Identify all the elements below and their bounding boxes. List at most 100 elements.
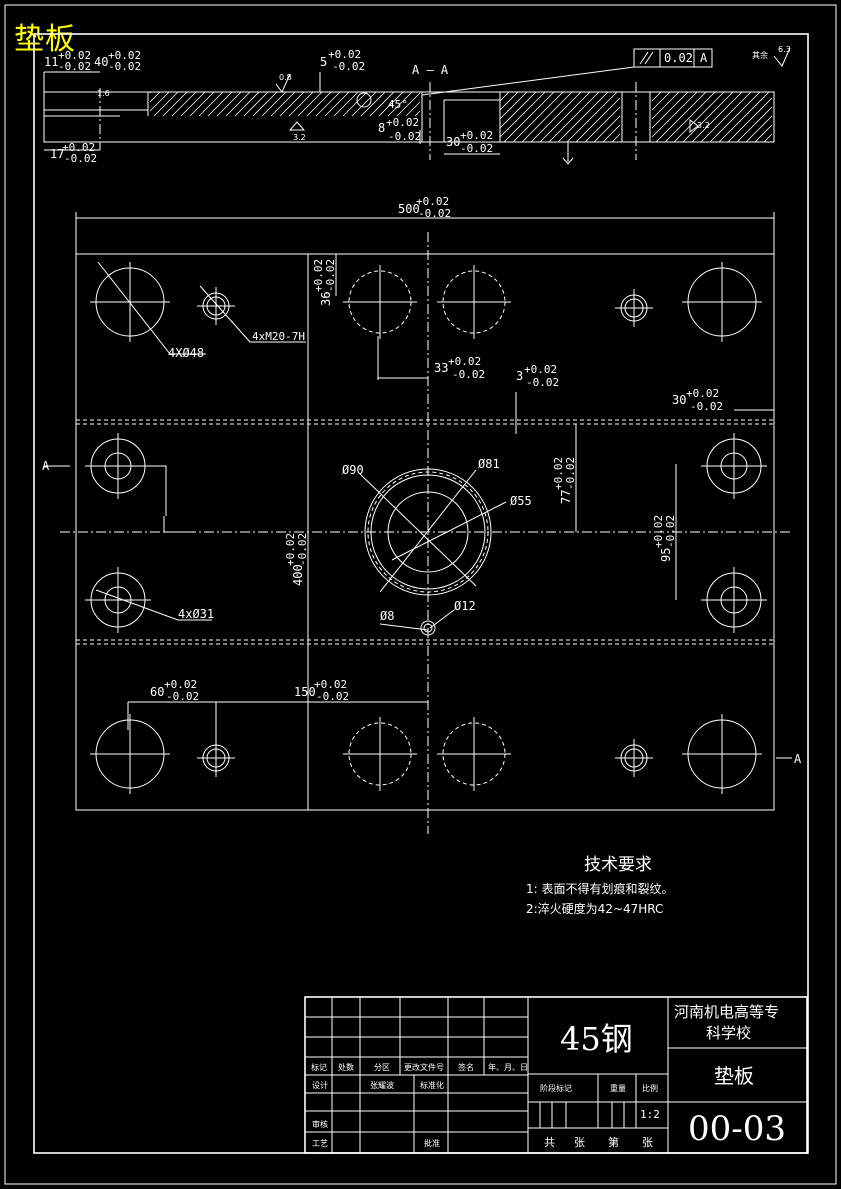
- flatness-frame: [421, 48, 713, 96]
- scale: 1:2: [640, 1108, 660, 1121]
- dim-400-plus: +0.02: [284, 533, 297, 566]
- dim-30-minus: -0.02: [690, 400, 723, 413]
- hatch-line: [306, 91, 332, 117]
- hatch-line: [149, 91, 152, 94]
- hatch-line: [745, 115, 773, 143]
- hatch-line: [651, 91, 680, 120]
- dim-17-plus: +0.02: [62, 141, 95, 154]
- hatch-line: [171, 91, 197, 117]
- section-mark-left: A: [42, 459, 50, 473]
- hatch-line: [709, 91, 761, 143]
- section-label: A — A: [412, 63, 449, 77]
- dim-40-plus: +0.02: [108, 49, 141, 62]
- dim-30s: 30: [446, 135, 460, 149]
- dim-8-plus: +0.02: [386, 116, 419, 129]
- central-bore: [387, 491, 469, 573]
- callout-12: Ø12: [454, 599, 476, 613]
- callout-8: Ø8: [380, 609, 394, 623]
- hatch-line: [378, 91, 404, 117]
- hatch-line: [651, 91, 689, 129]
- f-no: 第: [608, 1135, 619, 1149]
- hatch-line: [566, 91, 618, 143]
- hatch-line: [198, 91, 224, 117]
- callout-4xM20: 4xM20-7H: [252, 330, 305, 343]
- hatch-line: [162, 91, 188, 117]
- h-sign: 签名: [458, 1062, 474, 1072]
- hatch-line: [557, 91, 609, 143]
- dim-40: 40: [94, 55, 108, 69]
- dim-500-plus: +0.02: [416, 195, 449, 208]
- dim-77-minus: -0.02: [564, 457, 577, 490]
- hatch-line: [414, 110, 421, 117]
- central-bore: [370, 474, 486, 590]
- dim-30s-plus: +0.02: [460, 129, 493, 142]
- section-view: [43, 82, 775, 160]
- hatch-line: [539, 91, 591, 143]
- hatch-line: [297, 91, 323, 117]
- h-process: 工艺: [312, 1139, 328, 1148]
- dim-150-minus: -0.02: [316, 690, 349, 703]
- dim-30s-minus: -0.02: [460, 142, 493, 155]
- roughness-icon: [773, 47, 791, 67]
- f-sheet: 张: [574, 1136, 585, 1149]
- dim-500: 500: [398, 202, 420, 216]
- section-mark-right: A: [794, 752, 802, 766]
- central-bore: [364, 468, 492, 596]
- callout-4x31: 4xØ31: [178, 607, 214, 621]
- hatch-line: [664, 91, 716, 143]
- hatch-line: [360, 91, 386, 117]
- notes-title: 技术要求: [584, 855, 652, 875]
- dim-8: 8: [378, 121, 385, 135]
- hatch-line: [718, 91, 770, 143]
- dim-5-minus: -0.02: [332, 60, 365, 73]
- hatch-line: [342, 91, 368, 117]
- hatch-line: [261, 91, 287, 117]
- hatch-line: [512, 91, 564, 143]
- drawing-stamp: 垫板: [14, 22, 76, 57]
- callout-4x48: 4XØ48: [168, 346, 204, 360]
- roughness-icon: [689, 119, 699, 133]
- roughness-icon: [275, 73, 291, 93]
- hatch-line: [499, 91, 537, 129]
- dim-95-minus: -0.02: [664, 515, 677, 548]
- callout-90: Ø90: [342, 463, 364, 477]
- chamfer-angle: 45°: [388, 98, 408, 111]
- hatch-line: [548, 91, 600, 143]
- hatch-line: [243, 91, 269, 117]
- hatch-line: [673, 91, 725, 143]
- dim-5-plus: +0.02: [328, 48, 361, 61]
- dim-36: 36: [319, 292, 333, 306]
- hatch-line: [530, 91, 582, 143]
- flatness-value: 0.02: [664, 51, 693, 65]
- plan-dims: [44, 212, 792, 810]
- hatch-line: [503, 91, 555, 143]
- dim-3: 3: [516, 369, 523, 383]
- hatch-line: [207, 91, 233, 117]
- dim-40-minus: -0.02: [108, 60, 141, 73]
- h-approve: 批准: [424, 1138, 440, 1148]
- hatch-line: [324, 91, 350, 117]
- hatch-line: [149, 91, 170, 112]
- section-dims: [43, 71, 500, 155]
- callout-81: Ø81: [478, 457, 500, 471]
- hatch-line: [315, 91, 341, 117]
- hatch-line: [180, 91, 206, 117]
- outer-border: [4, 4, 837, 1185]
- hatch-line: [584, 106, 621, 143]
- hatch-line: [691, 91, 743, 143]
- hatch-line: [279, 91, 305, 117]
- dim-95: 95: [659, 548, 673, 562]
- h-design: 设计: [312, 1080, 328, 1090]
- h-qty: 处数: [338, 1062, 354, 1072]
- hatch-line: [593, 115, 621, 143]
- school-line2: 科学校: [706, 1024, 751, 1042]
- part-name: 垫板: [714, 1064, 754, 1088]
- hatch-line: [225, 91, 251, 117]
- f-sheet2: 张: [642, 1136, 653, 1149]
- hatch-line: [499, 91, 528, 120]
- dim-77-plus: +0.02: [552, 457, 565, 490]
- hatch-line: [611, 133, 621, 143]
- callout-leaders: [95, 261, 507, 631]
- roughness-32b: 3.2: [697, 121, 710, 130]
